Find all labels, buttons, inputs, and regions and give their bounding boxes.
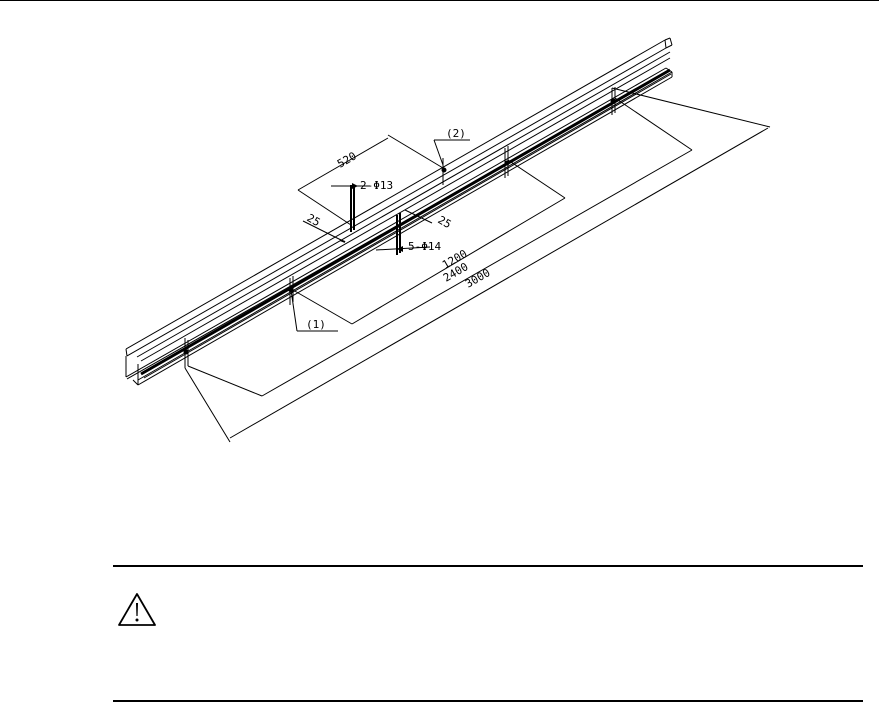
- hole-mark: [351, 185, 354, 232]
- channel-rail-drawing: 520 2-Φ13 25 25 5-Φ14 1200 2400 3000 (1)…: [0, 0, 879, 470]
- hole-marks: [184, 87, 615, 368]
- dim-5-holes-14: 5-Φ14: [408, 240, 441, 253]
- dim-520: 520: [335, 149, 359, 170]
- dim-25-left: 25: [305, 211, 323, 229]
- channel-rail: [126, 38, 672, 385]
- callout-2: (2): [446, 127, 466, 140]
- callout-1: (1): [306, 318, 326, 331]
- dim-2-holes-13: 2-Φ13: [360, 179, 393, 192]
- warning-triangle-icon: [117, 592, 157, 628]
- caution-top-rule: [113, 565, 863, 567]
- dim-25-right: 25: [436, 213, 454, 231]
